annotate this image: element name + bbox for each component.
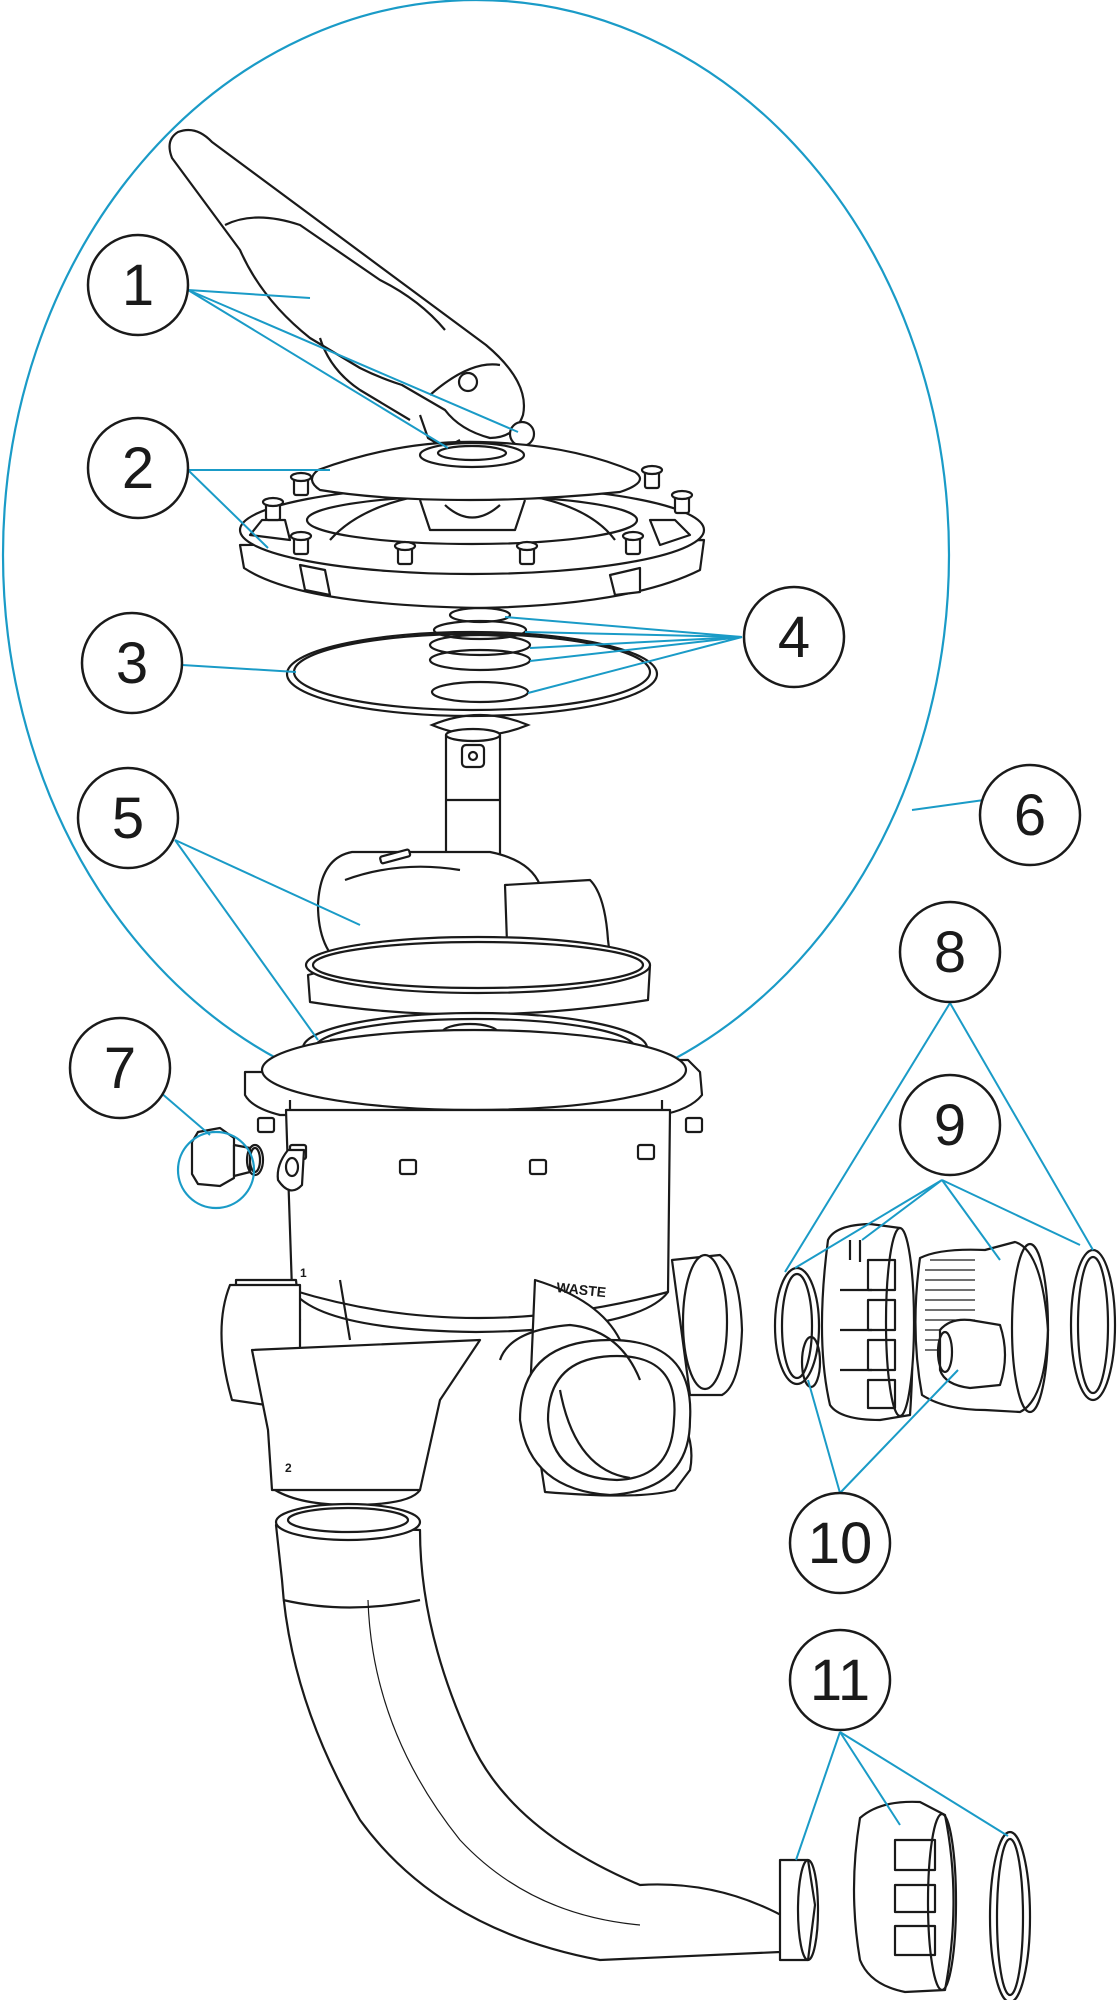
callout-4-label: 4: [778, 605, 810, 670]
callout-11: 11: [788, 1628, 892, 1732]
cover-plate-part: [238, 440, 706, 610]
callout-5: 5: [76, 766, 180, 870]
callout-8: 8: [898, 900, 1002, 1004]
callout-9-label: 9: [934, 1093, 966, 1158]
bypass-pipe-part: [274, 1502, 1032, 2004]
plug-group-circle: [176, 1130, 256, 1210]
leader-lines: [159, 289, 1094, 1861]
callout-5-label: 5: [112, 786, 144, 851]
callout-10-label: 10: [808, 1511, 873, 1576]
callout-7-label: 7: [104, 1036, 136, 1101]
callout-3: 3: [80, 611, 184, 715]
callout-4: 4: [742, 585, 846, 689]
callout-11-label: 11: [810, 1648, 870, 1713]
callout-2-label: 2: [122, 436, 154, 501]
port-2-label: 2: [285, 1461, 292, 1475]
callout-6-label: 6: [1014, 783, 1046, 848]
callout-8-label: 8: [934, 920, 966, 985]
callout-7: 7: [68, 1016, 172, 1120]
port-1-label: 1: [300, 1266, 307, 1280]
handle-part: [168, 128, 536, 450]
callout-6: 6: [978, 763, 1082, 867]
callout-1: 1: [86, 233, 190, 337]
valve-body-part: WASTE 1 2: [220, 1028, 744, 1507]
callout-10: 10: [788, 1491, 892, 1595]
callout-2: 2: [86, 416, 190, 520]
callout-1-label: 1: [122, 253, 154, 318]
waste-label: WASTE: [556, 1279, 607, 1300]
callout-3-label: 3: [116, 631, 148, 696]
union-set-part: [773, 1222, 1117, 1422]
callout-9: 9: [898, 1073, 1002, 1177]
